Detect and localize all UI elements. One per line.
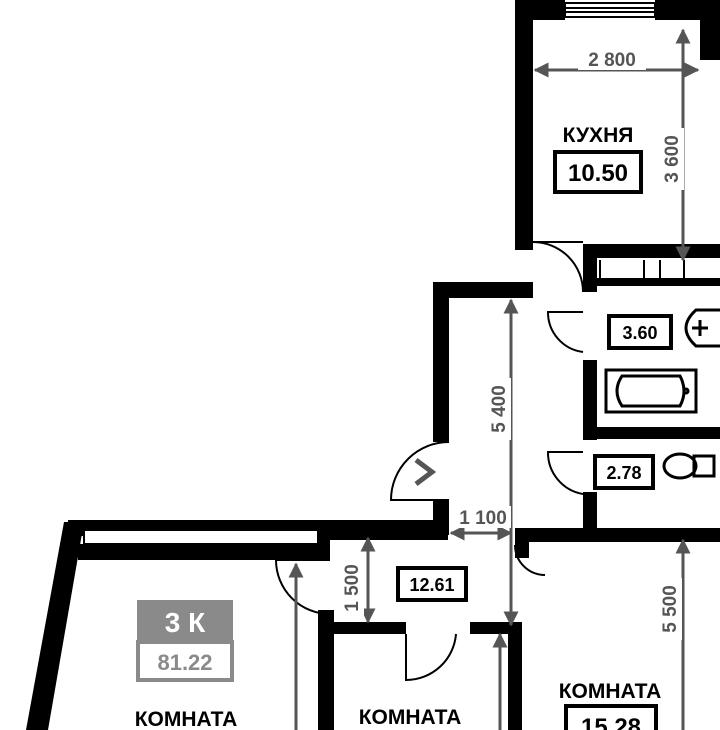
dim-hall-length: 5 400	[489, 385, 510, 433]
room-left-label: КОМНАТА	[135, 708, 238, 730]
dim-room-right-depth: 5 500	[660, 585, 681, 633]
room-middle-label: КОМНАТА	[359, 706, 462, 729]
badge-type-box	[137, 600, 233, 642]
apartment-badge: 3 К 81.22	[136, 600, 234, 682]
sink-icon	[684, 308, 720, 348]
wall-hall-top	[433, 282, 533, 298]
window-icon	[83, 529, 319, 545]
wall-bath-left	[583, 244, 597, 292]
wall-kitchen-left	[515, 0, 533, 242]
window-icon	[564, 2, 656, 18]
wall-hall-left	[433, 282, 449, 442]
room-right-label: КОМНАТА	[559, 680, 662, 703]
wall-hall-bottom	[318, 622, 406, 634]
door-swing-icon	[532, 241, 584, 293]
wall-hall-right-upper	[515, 528, 529, 558]
entrance-arrow-icon	[414, 458, 437, 486]
door-swing-icon	[274, 559, 331, 615]
room-right-area-box	[564, 704, 658, 730]
dim-hall-depth: 1 500	[342, 564, 363, 612]
dim-kitchen-width: 2 800	[588, 50, 636, 71]
kitchen-label: КУХНЯ	[563, 124, 634, 147]
wall-middle-right	[508, 622, 522, 730]
bathtub-icon	[604, 368, 698, 414]
wall-kitchen-top-right	[655, 0, 720, 20]
wall-corridor-left-top	[515, 240, 533, 250]
room-right-area: 15.28	[581, 714, 641, 730]
dim-kitchen-depth: 3 600	[662, 135, 683, 183]
wall-bath-top	[583, 244, 720, 258]
badge-total-area: 81.22	[157, 650, 212, 675]
hall-area-box	[396, 566, 468, 602]
badge-area-box	[136, 640, 234, 682]
hall-area: 12.61	[409, 575, 454, 595]
bathroom-area: 3.60	[622, 323, 657, 343]
dim-hall-width: 1 100	[459, 508, 507, 529]
wall-left-outer	[26, 522, 84, 730]
kitchen-counter-icon	[599, 260, 685, 278]
wall-balcony-right	[318, 520, 330, 560]
wall-main-horizontal-mid	[318, 520, 448, 540]
door-swing-icon	[389, 441, 450, 501]
wall-bath-left-2	[583, 360, 597, 440]
kitchen-area-box	[553, 150, 643, 194]
door-swing-icon	[546, 451, 584, 495]
wall-left-middle	[318, 610, 334, 730]
door-swing-icon	[405, 633, 457, 682]
kitchen-area: 10.50	[568, 160, 628, 187]
walls	[26, 0, 720, 730]
toilet-icon	[662, 452, 716, 480]
toilet-area: 2.78	[606, 463, 641, 483]
wall-balcony-bottom	[78, 544, 318, 560]
wall-main-horizontal-right	[515, 528, 720, 542]
toilet-area-box	[593, 454, 655, 490]
wall-kitchen-top	[515, 0, 565, 20]
dimension-lines	[288, 28, 700, 730]
door-swing-icon	[546, 311, 584, 353]
bathroom-area-box	[607, 314, 673, 350]
wall-balcony-top	[68, 520, 328, 530]
wall-bath-mid	[583, 427, 720, 439]
badge-type: 3 К	[165, 607, 206, 638]
wall-bath-inner	[597, 278, 720, 286]
